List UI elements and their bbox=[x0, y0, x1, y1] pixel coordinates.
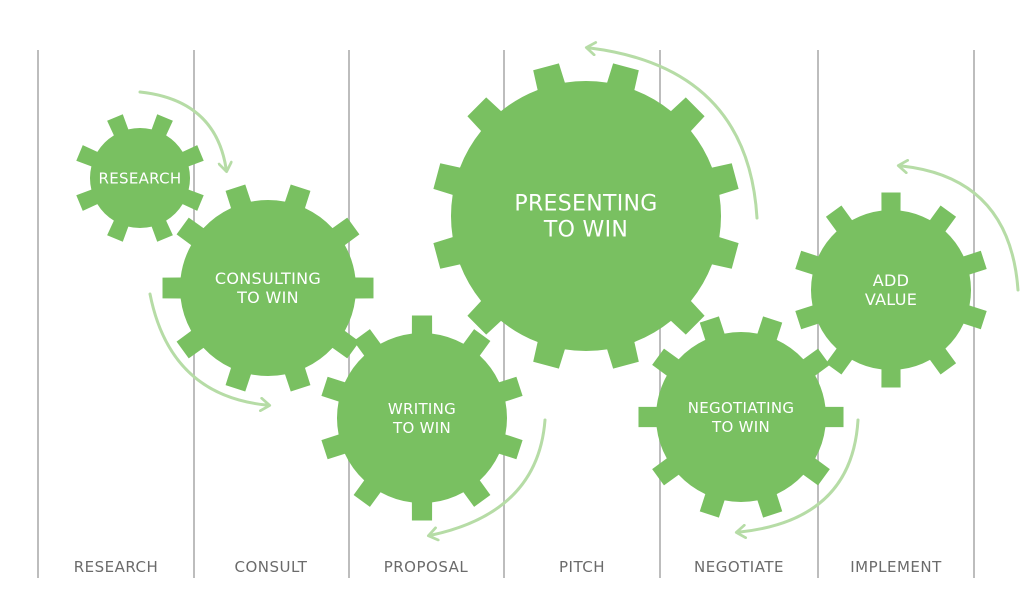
stage-label-implement: IMPLEMENT bbox=[850, 558, 942, 576]
gear-shape bbox=[433, 63, 739, 369]
gear-label-line: TO WIN bbox=[392, 419, 451, 437]
gear-shape bbox=[638, 316, 844, 518]
gear-shape bbox=[321, 315, 523, 521]
gear-research: RESEARCH bbox=[76, 114, 204, 242]
stage-label-research: RESEARCH bbox=[74, 558, 159, 576]
gear-label-line: TO WIN bbox=[543, 218, 628, 243]
stage-label-negotiate: NEGOTIATE bbox=[694, 558, 784, 576]
gear-label-line: NEGOTIATING bbox=[688, 399, 795, 417]
gear-label-line: RESEARCH bbox=[99, 169, 182, 187]
gear-label-line: PRESENTING bbox=[514, 192, 657, 217]
gear-shape bbox=[76, 114, 204, 242]
gear-label-line: CONSULTING bbox=[215, 269, 321, 288]
arrow-negotiating-return bbox=[740, 418, 860, 532]
gear-label-line: ADD bbox=[873, 271, 910, 290]
stage-label-pitch: PITCH bbox=[559, 558, 605, 576]
arrow-presenting-rotation bbox=[590, 48, 759, 220]
stage-labels: RESEARCH CONSULT PROPOSAL PITCH NEGOTIAT… bbox=[74, 558, 942, 576]
stage-label-proposal: PROPOSAL bbox=[384, 558, 469, 576]
gear-label-line: WRITING bbox=[388, 400, 456, 418]
arrow-add-value-rotation bbox=[902, 166, 1020, 292]
gear-research-label: RESEARCH bbox=[99, 169, 182, 187]
gear-label-line: TO WIN bbox=[236, 288, 299, 307]
gear-label-line: TO WIN bbox=[711, 418, 770, 436]
gear-shape bbox=[795, 192, 987, 388]
rotation-arrows bbox=[138, 48, 1020, 535]
gear-label-line: VALUE bbox=[865, 290, 917, 309]
arrow-research-to-consulting bbox=[138, 90, 226, 168]
gear-shape bbox=[162, 184, 374, 392]
stage-label-consult: CONSULT bbox=[235, 558, 308, 576]
arrow-consulting-to-writing bbox=[148, 292, 266, 405]
arrow-writing-return bbox=[432, 418, 547, 535]
